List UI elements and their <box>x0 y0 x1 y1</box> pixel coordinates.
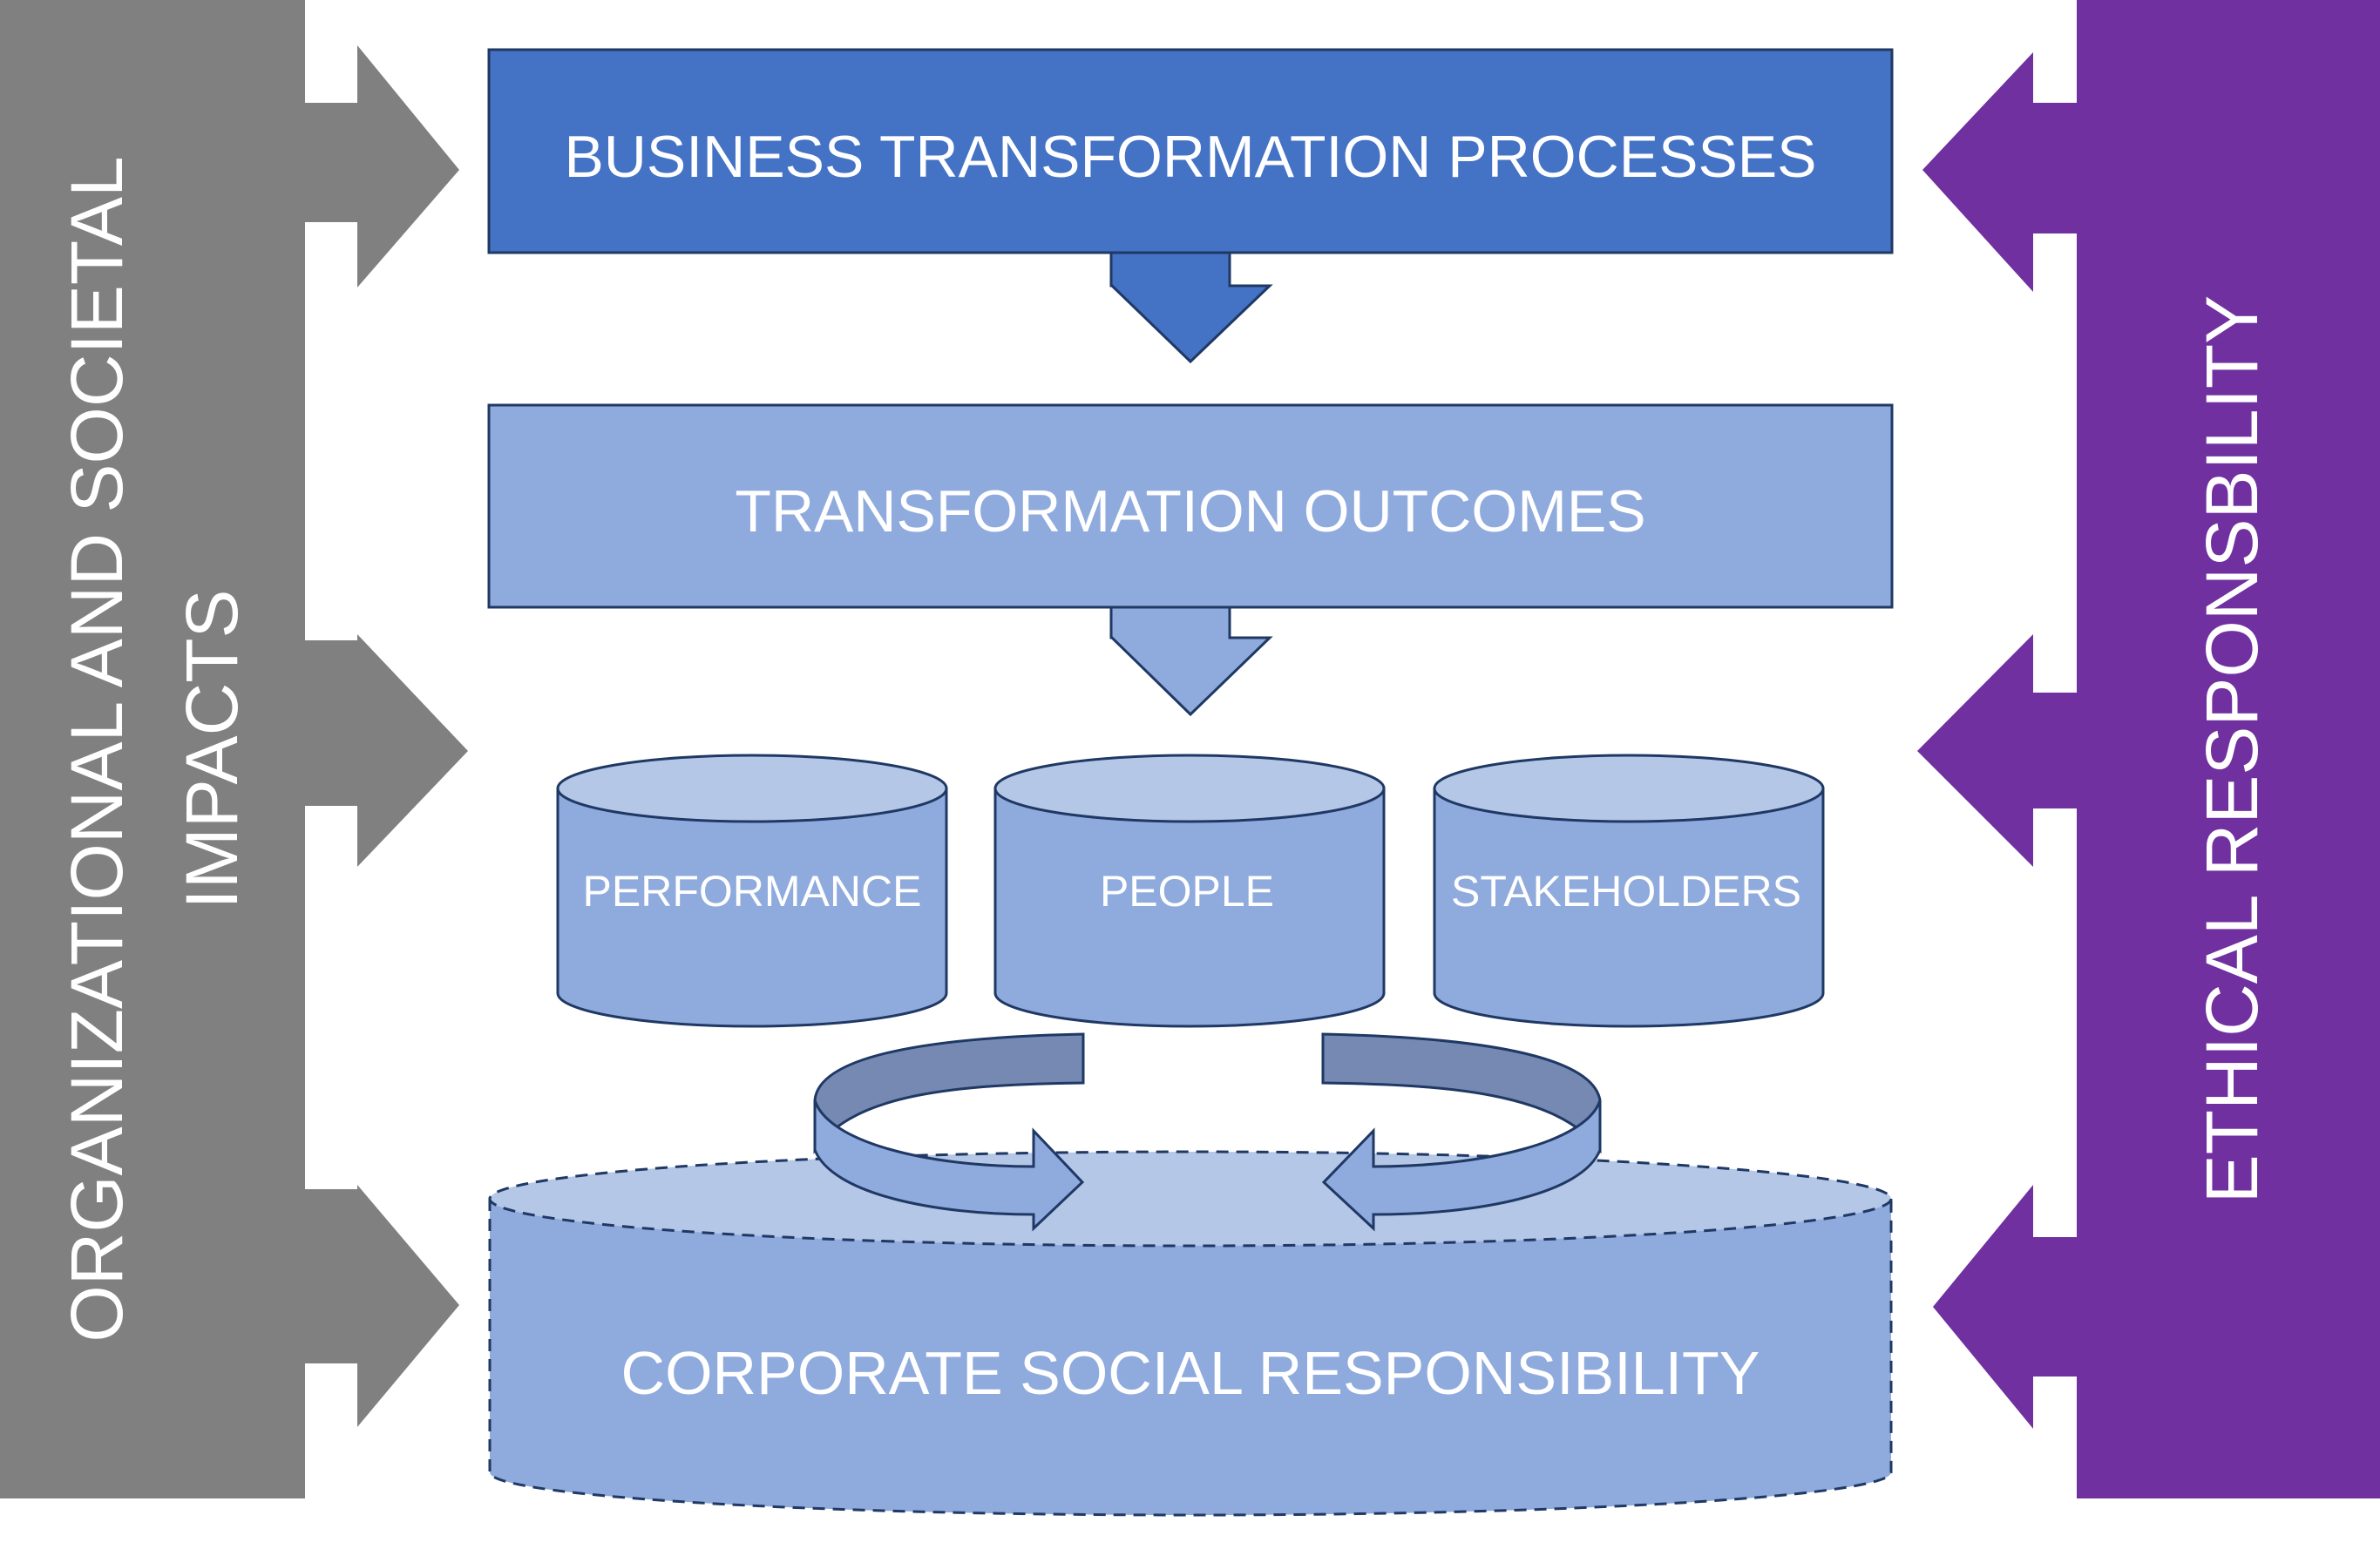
down-arrow-1 <box>1109 251 1273 364</box>
process-box-label: BUSINESS TRANSFORMATION PROCESSES <box>564 124 1816 190</box>
cylinder-label-performance: PERFORMANCE <box>583 867 922 916</box>
csr-label: CORPORATE SOCIAL RESPONSIBILITY <box>621 1339 1760 1407</box>
cylinder-label-people: PEOPLE <box>1100 867 1274 916</box>
left-impacts-bar <box>0 0 468 1498</box>
left-bar-label-line1: ORGANIZATIONAL AND SOCIETAL <box>56 156 138 1342</box>
left-bar-label-line2: IMPACTS <box>171 589 253 909</box>
cylinder-stakeholders <box>1433 754 1825 1028</box>
right-ethics-bar <box>1917 0 2380 1498</box>
down-arrow-2 <box>1109 605 1273 717</box>
outcomes-box-label: TRANSFORMATION OUTCOMES <box>735 478 1645 545</box>
right-bar-label: ETHICAL RESPONSBILITY <box>2191 295 2273 1204</box>
circular-arrow-left <box>813 1032 1085 1232</box>
circular-arrow-right <box>1321 1032 1602 1232</box>
outcomes-box <box>487 403 1894 609</box>
csr-cylinder <box>488 1150 1893 1517</box>
cylinder-label-stakeholders: STAKEHOLDERS <box>1451 867 1801 916</box>
cylinder-performance <box>556 754 948 1028</box>
cylinder-people <box>993 754 1386 1028</box>
